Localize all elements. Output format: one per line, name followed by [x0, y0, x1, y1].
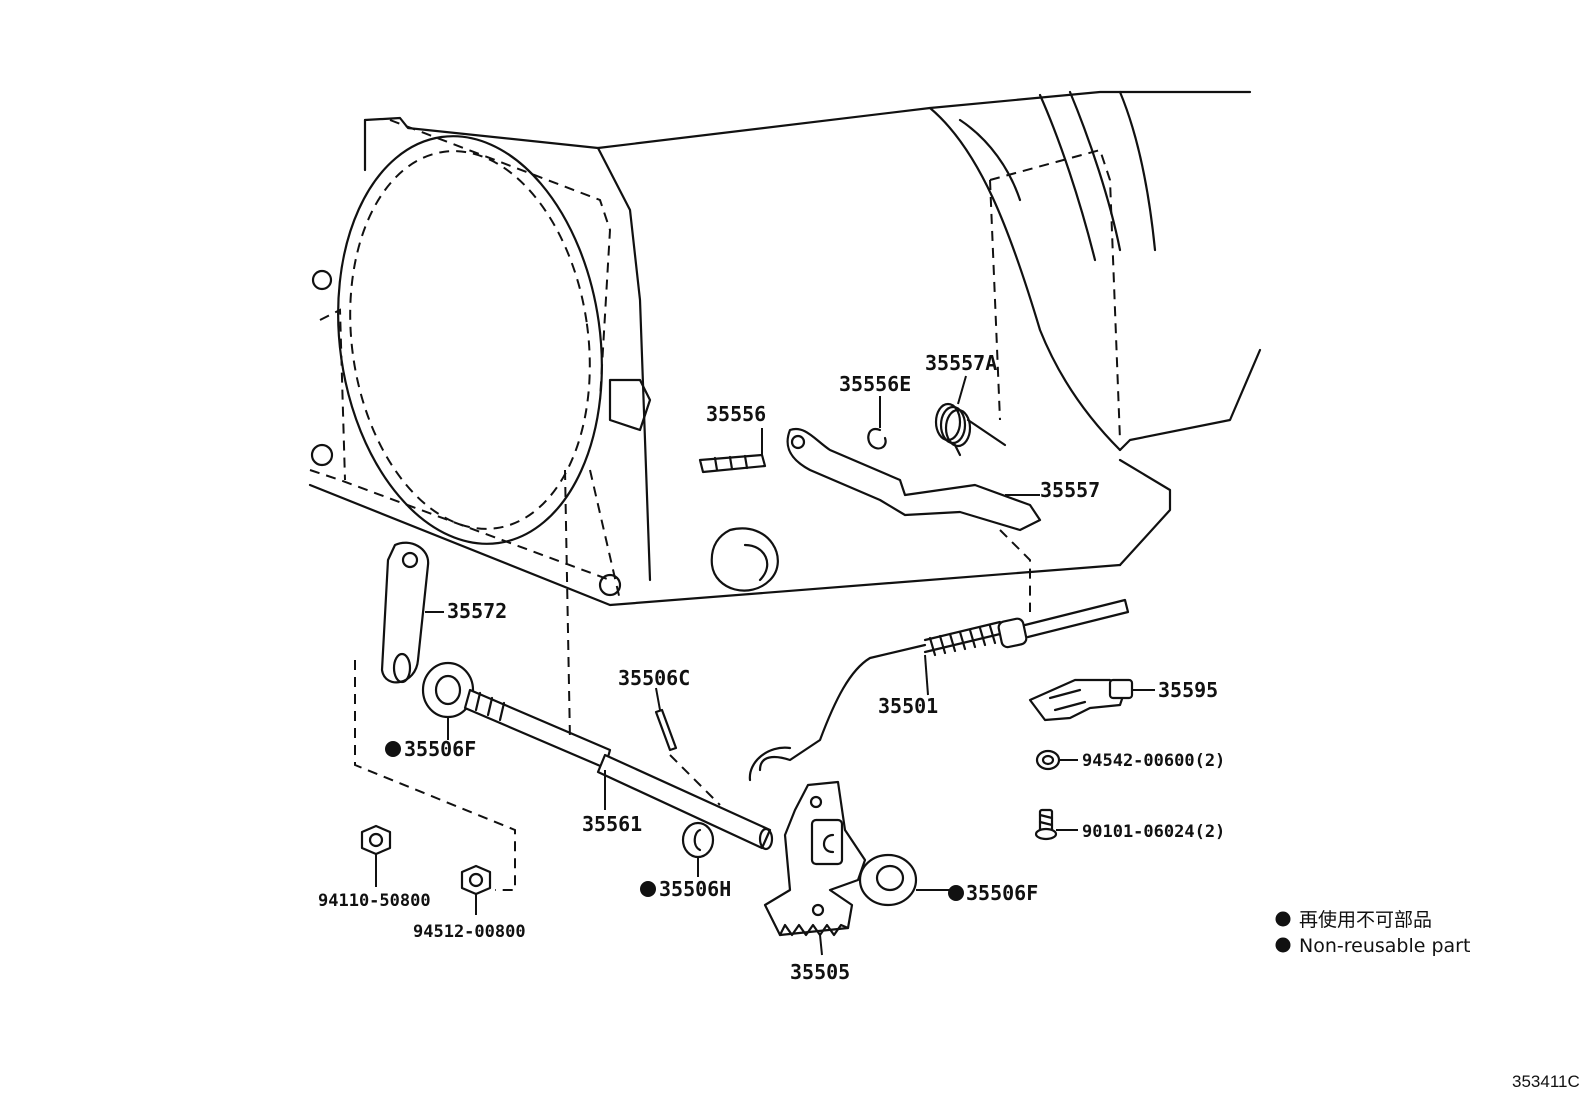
arm-35572 [380, 541, 430, 684]
label-35506F-left: 35506F [404, 737, 476, 761]
part-labels: 35556 35556E 35557A 35557 35572 35506C 3… [318, 351, 1225, 984]
label-35501: 35501 [878, 694, 938, 718]
label-35595: 35595 [1158, 678, 1218, 702]
label-94110-50800: 94110-50800 [318, 891, 431, 911]
legend-english: Non-reusable part [1299, 935, 1470, 957]
detent-spring-35595 [1028, 678, 1134, 722]
figure-code: 353411C [1512, 1072, 1580, 1091]
legend-dot-en [1275, 937, 1291, 953]
lever-35557 [786, 427, 1042, 532]
legend-dot-jp [1275, 911, 1291, 927]
collar-35506H [681, 821, 715, 859]
label-35557A: 35557A [925, 351, 997, 375]
legend: 再使用不可部品 Non-reusable part [1299, 909, 1470, 957]
legend-japanese: 再使用不可部品 [1299, 909, 1432, 931]
label-35557: 35557 [1040, 478, 1100, 502]
clip-35556E [867, 427, 887, 450]
seal-35506F-right [858, 853, 918, 907]
pin-35506C [654, 708, 721, 806]
label-35556E: 35556E [839, 372, 911, 396]
non-reusable-dot-35506H [640, 881, 656, 897]
manual-lever-35505 [763, 780, 867, 937]
label-35561: 35561 [582, 812, 642, 836]
shaft-35561 [463, 688, 774, 851]
label-35506C: 35506C [618, 666, 690, 690]
label-35572: 35572 [447, 599, 507, 623]
label-35556: 35556 [706, 402, 766, 426]
leader-lines [375, 375, 1155, 956]
spring-35557A [934, 402, 1007, 457]
nut-94512 [460, 864, 492, 896]
non-reusable-dot-35506F-right [948, 885, 964, 901]
nut-94110 [360, 824, 392, 856]
bolt-90101 [1034, 808, 1058, 841]
label-35506H: 35506H [659, 877, 731, 901]
bell-housing-ring [337, 135, 603, 545]
dashed-group-lines [354, 469, 1031, 891]
label-35506F-right: 35506F [966, 881, 1038, 905]
rod-35501 [748, 598, 1130, 782]
label-94542-00600: 94542-00600(2) [1082, 751, 1225, 771]
pin-35556 [698, 453, 767, 474]
transmission-case [308, 90, 1262, 607]
label-35505: 35505 [790, 960, 850, 984]
non-reusable-markers [385, 741, 1291, 953]
non-reusable-dot-35506F-left [385, 741, 401, 757]
label-94512-00800: 94512-00800 [413, 922, 526, 942]
washer-94542 [1035, 749, 1061, 771]
label-90101-06024: 90101-06024(2) [1082, 822, 1225, 842]
